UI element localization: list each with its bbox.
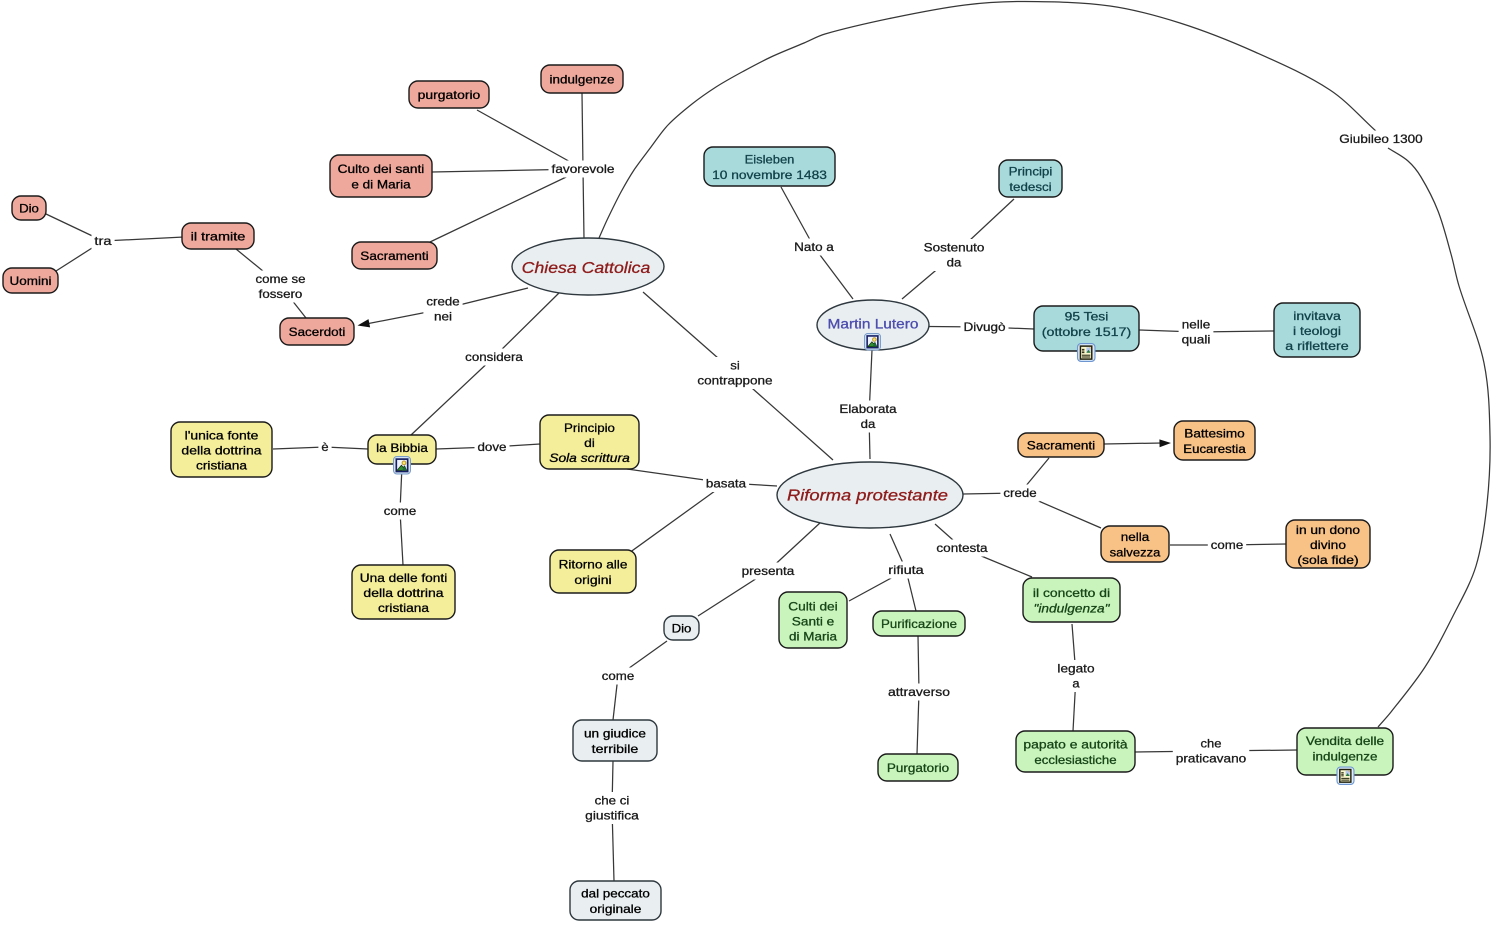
svg-text:papato e autorità: papato e autorità: [1023, 738, 1127, 752]
svg-text:a riflettere: a riflettere: [1285, 339, 1349, 353]
svg-text:Martin Lutero: Martin Lutero: [828, 317, 919, 332]
svg-text:Uomini: Uomini: [10, 274, 52, 288]
svg-text:come: come: [602, 669, 635, 683]
svg-text:quali: quali: [1182, 333, 1211, 347]
svg-text:10 novembre 1483: 10 novembre 1483: [712, 168, 827, 182]
svg-text:come: come: [1211, 538, 1244, 552]
svg-text:Divugò: Divugò: [964, 320, 1006, 334]
svg-text:nella: nella: [1121, 530, 1150, 544]
svg-text:Chiesa Cattolica: Chiesa Cattolica: [522, 260, 651, 277]
svg-text:praticavano: praticavano: [1176, 752, 1247, 766]
svg-text:fossero: fossero: [259, 287, 303, 301]
svg-text:Giubileo 1300: Giubileo 1300: [1339, 132, 1423, 146]
svg-text:divino: divino: [1310, 538, 1346, 552]
svg-text:indulgenze: indulgenze: [550, 73, 615, 87]
svg-text:cristiana: cristiana: [196, 459, 247, 473]
svg-text:a: a: [1072, 677, 1080, 691]
svg-text:Vendita delle: Vendita delle: [1306, 734, 1385, 748]
svg-text:cristiana: cristiana: [378, 601, 429, 615]
svg-text:Ritorno alle: Ritorno alle: [559, 558, 628, 572]
svg-text:tedesci: tedesci: [1009, 180, 1051, 194]
svg-text:Una delle fonti: Una delle fonti: [360, 571, 448, 585]
svg-text:(sola fide): (sola fide): [1297, 553, 1358, 567]
svg-text:un giudice: un giudice: [584, 727, 646, 741]
svg-text:dal peccato: dal peccato: [581, 887, 650, 901]
svg-text:di: di: [584, 436, 595, 450]
svg-text:Purgatorio: Purgatorio: [887, 761, 950, 775]
svg-text:rifiuta: rifiuta: [888, 563, 924, 577]
svg-text:presenta: presenta: [742, 564, 795, 578]
svg-text:legato: legato: [1057, 662, 1094, 676]
svg-text:i teologi: i teologi: [1293, 324, 1341, 338]
svg-text:giustifica: giustifica: [585, 809, 639, 823]
svg-text:favorevole: favorevole: [552, 162, 615, 176]
svg-text:Nato a: Nato a: [794, 240, 834, 254]
svg-text:nei: nei: [434, 310, 452, 324]
svg-text:da: da: [947, 256, 962, 270]
svg-text:Sacramenti: Sacramenti: [360, 249, 428, 263]
svg-text:Dio: Dio: [19, 202, 39, 216]
svg-text:Santi e: Santi e: [792, 614, 835, 628]
svg-text:Culti dei: Culti dei: [788, 599, 837, 613]
svg-text:Sacerdoti: Sacerdoti: [289, 325, 346, 339]
svg-text:indulgenze: indulgenze: [1313, 750, 1378, 764]
svg-text:come se: come se: [256, 272, 306, 286]
svg-text:dove: dove: [478, 440, 507, 454]
svg-text:l'unica fonte: l'unica fonte: [185, 429, 259, 443]
svg-text:Sola scrittura: Sola scrittura: [549, 451, 630, 465]
svg-text:Riforma protestante: Riforma protestante: [787, 488, 948, 505]
svg-text:in un dono: in un dono: [1296, 523, 1361, 537]
svg-text:Battesimo: Battesimo: [1184, 427, 1245, 441]
svg-text:crede: crede: [426, 295, 460, 309]
svg-text:la Bibbia: la Bibbia: [376, 441, 428, 455]
svg-text:da: da: [861, 417, 876, 431]
svg-text:Elaborata: Elaborata: [839, 402, 896, 416]
svg-text:come: come: [384, 504, 417, 518]
svg-text:tra: tra: [94, 234, 111, 248]
svg-text:della dottrina: della dottrina: [181, 444, 261, 458]
svg-text:che: che: [1201, 737, 1222, 751]
svg-text:considera: considera: [465, 350, 523, 364]
svg-text:origini: origini: [574, 573, 611, 587]
svg-text:il concetto di: il concetto di: [1033, 586, 1110, 600]
svg-text:attraverso: attraverso: [888, 685, 950, 699]
svg-text:Eucarestia: Eucarestia: [1183, 442, 1246, 456]
svg-text:purgatorio: purgatorio: [418, 88, 481, 102]
svg-text:il tramite: il tramite: [191, 230, 246, 244]
svg-text:terribile: terribile: [592, 742, 639, 756]
svg-text:crede: crede: [1003, 486, 1037, 500]
svg-text:basata: basata: [706, 477, 746, 491]
svg-text:salvezza: salvezza: [1110, 546, 1161, 560]
svg-text:Culto dei santi: Culto dei santi: [338, 162, 425, 176]
svg-text:che ci: che ci: [595, 794, 630, 808]
svg-text:si: si: [730, 359, 740, 373]
svg-text:"indulgenza": "indulgenza": [1034, 602, 1111, 616]
svg-text:Dio: Dio: [672, 622, 692, 636]
svg-text:originale: originale: [590, 902, 642, 916]
svg-text:contrappone: contrappone: [697, 374, 773, 388]
svg-text:Principi: Principi: [1009, 165, 1053, 179]
svg-text:e di Maria: e di Maria: [351, 178, 411, 192]
svg-text:della dottrina: della dottrina: [363, 586, 443, 600]
svg-text:ecclesiastiche: ecclesiastiche: [1034, 753, 1117, 767]
svg-text:invitava: invitava: [1293, 309, 1341, 323]
svg-text:Principio: Principio: [564, 421, 615, 435]
svg-text:Purificazione: Purificazione: [881, 617, 957, 631]
svg-text:di Maria: di Maria: [789, 629, 837, 643]
svg-text:contesta: contesta: [936, 541, 988, 555]
svg-text:è: è: [321, 440, 329, 454]
svg-text:nelle: nelle: [1182, 318, 1211, 332]
svg-text:Eisleben: Eisleben: [745, 153, 795, 167]
svg-text:95 Tesi: 95 Tesi: [1065, 310, 1109, 324]
svg-text:Sostenuto: Sostenuto: [924, 241, 985, 255]
svg-text:Sacramenti: Sacramenti: [1027, 439, 1095, 453]
svg-text:(ottobre 1517): (ottobre 1517): [1042, 325, 1131, 339]
